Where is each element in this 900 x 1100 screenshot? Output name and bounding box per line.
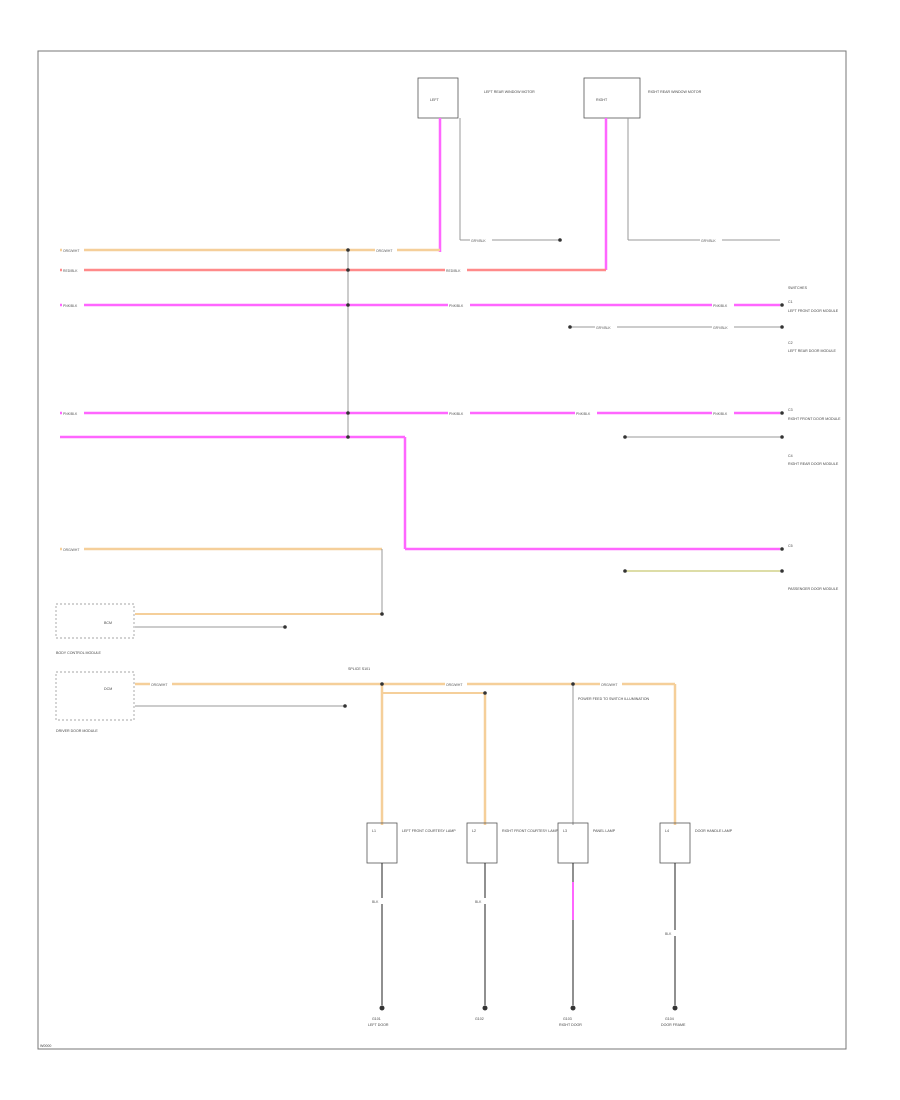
ground-tag: G102 [475, 1017, 484, 1021]
wire-code: GRY/BLK [713, 326, 728, 330]
connector-c4: C4 RIGHT REAR DOOR MODULE [780, 435, 839, 466]
connector-pin-icon [780, 303, 784, 307]
connector-id: C2 [788, 341, 793, 345]
connector-name: RIGHT FRONT DOOR MODULE [788, 417, 841, 421]
right-group-label: SWITCHES [788, 286, 808, 290]
lamp-panel: L3 PANEL LAMP [557, 822, 616, 864]
body-control-module: BCM BODY CONTROL MODULE [55, 603, 135, 655]
lamp-name: LEFT FRONT COURTESY LAMP [402, 829, 456, 833]
wire-code: PNK/BLK [63, 412, 78, 416]
connector-id: C5 [788, 544, 793, 548]
wire-code: BLK [665, 932, 672, 936]
connector-name: PASSENGER DOOR MODULE [788, 587, 839, 591]
component-name: LEFT REAR WINDOW MOTOR [484, 90, 535, 94]
wire-code: PNK/BLK [449, 304, 464, 308]
lamp-tag: L3 [563, 829, 567, 833]
ground-icon [570, 1005, 576, 1011]
component-tag: RIGHT [596, 98, 608, 102]
splice-label: SPLICE S101 [348, 667, 370, 671]
connector-pin-icon [780, 411, 784, 415]
ground-name: LEFT DOOR [368, 1023, 389, 1027]
ground-tag: G103 [563, 1017, 572, 1021]
wire-code: ORG/WHT [63, 548, 79, 552]
lamp-right-front-courtesy: L2 RIGHT FRONT COURTESY LAMP [466, 822, 559, 864]
wire-code: GRY/BLK [596, 326, 611, 330]
mid-note: POWER FEED TO SWITCH ILLUMINATION [578, 697, 649, 701]
connector-pin-icon [780, 435, 784, 439]
ground-icon [672, 1005, 678, 1011]
component-name: DRIVER DOOR MODULE [56, 729, 98, 733]
wire-code: PNK/BLK [63, 304, 78, 308]
connector-pin-icon [780, 325, 784, 329]
connector-name: RIGHT REAR DOOR MODULE [788, 462, 839, 466]
connector-id: C4 [788, 454, 793, 458]
diagram-code: W0000 [40, 1044, 51, 1048]
diagram-frame [37, 50, 847, 1050]
lamp-left-front-courtesy: L1 LEFT FRONT COURTESY LAMP [366, 822, 456, 864]
ground-name: RIGHT DOOR [559, 1023, 582, 1027]
lamp-name: DOOR HANDLE LAMP [695, 829, 733, 833]
wire-code: RED/BLK [63, 269, 78, 273]
lamp-door-handle: L4 DOOR HANDLE LAMP [659, 822, 733, 864]
lamp-name: RIGHT FRONT COURTESY LAMP [502, 829, 559, 833]
connector-name: LEFT FRONT DOOR MODULE [788, 309, 839, 313]
wire-code: ORG/WHT [601, 683, 617, 687]
connector-c3: C3 RIGHT FRONT DOOR MODULE [780, 408, 841, 421]
lamp-tag: L4 [665, 829, 669, 833]
component-name: BODY CONTROL MODULE [56, 651, 102, 655]
ground-tag: G104 [665, 1017, 674, 1021]
wire-code: PNK/BLK [449, 412, 464, 416]
connector-name: LEFT REAR DOOR MODULE [788, 349, 836, 353]
wire-code: GRY/BLK [701, 239, 716, 243]
ground-tag: G101 [372, 1017, 381, 1021]
wire-code: PNK/BLK [713, 412, 728, 416]
wire-code: ORG/WHT [446, 683, 462, 687]
wire-code: BLK [372, 900, 379, 904]
wire-code: GRY/BLK [471, 239, 486, 243]
junction-dots [283, 238, 627, 708]
connector-c2: C2 LEFT REAR DOOR MODULE [780, 325, 836, 353]
wire-code: ORG/WHT [151, 683, 167, 687]
wire-code: PNK/BLK [576, 412, 591, 416]
wire-code: RED/BLK [446, 269, 461, 273]
connector-pin-icon [780, 547, 784, 551]
connector-c1: C1 LEFT FRONT DOOR MODULE [780, 300, 839, 313]
component-tag: DCM [104, 687, 112, 691]
lamp-name: PANEL LAMP [593, 829, 616, 833]
wire-code: ORG/WHT [63, 249, 79, 253]
lamp-tag: L2 [472, 829, 476, 833]
driver-door-module: DCM DRIVER DOOR MODULE [55, 671, 135, 733]
connector-c5: C5 PASSENGER DOOR MODULE [780, 544, 839, 591]
connector-id: C3 [788, 408, 793, 412]
left-rear-window-motor: LEFT LEFT REAR WINDOW MOTOR [417, 77, 535, 119]
ground-icon [379, 1005, 385, 1011]
component-name: RIGHT REAR WINDOW MOTOR [648, 90, 702, 94]
component-tag: BCM [104, 621, 112, 625]
lamp-tag: L1 [372, 829, 376, 833]
wire-labels: ORG/WHT ORG/WHT RED/BLK RED/BLK PNK/BLK … [62, 237, 734, 936]
wire-code: BLK [475, 900, 482, 904]
right-rear-window-motor: RIGHT RIGHT REAR WINDOW MOTOR [583, 77, 702, 119]
ground-icon [482, 1005, 488, 1011]
wire-code: ORG/WHT [376, 249, 392, 253]
component-tag: LEFT [430, 98, 440, 102]
wire-code: PNK/BLK [713, 304, 728, 308]
connector-pin-icon [780, 569, 784, 573]
connector-id: C1 [788, 300, 793, 304]
ground-name: DOOR FRAME [661, 1023, 686, 1027]
